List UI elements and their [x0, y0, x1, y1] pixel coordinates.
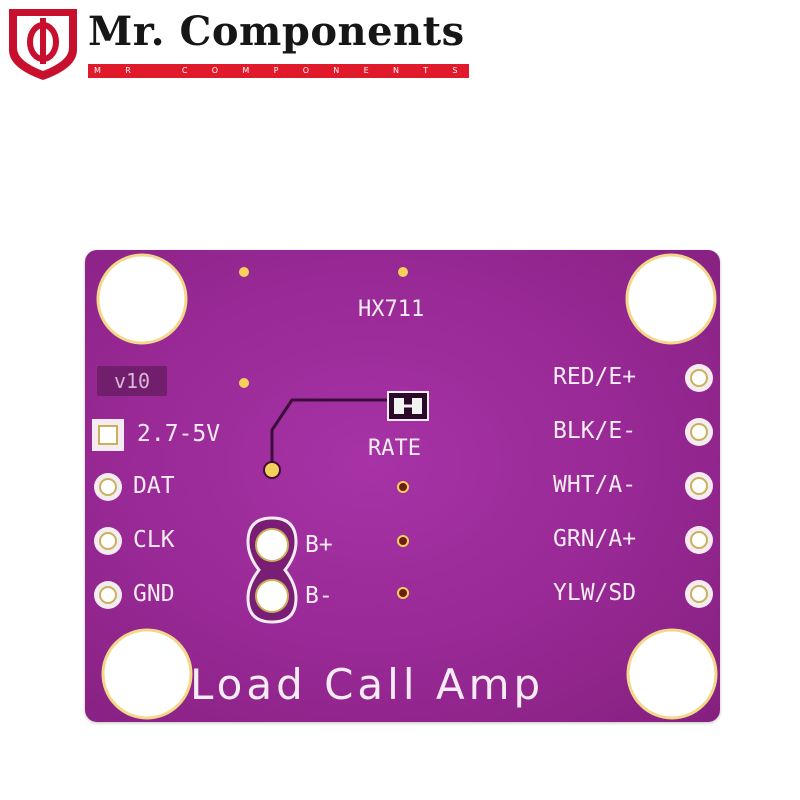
pin-label-dat: DAT — [133, 473, 175, 499]
pin-label-red: RED/E+ — [553, 364, 637, 390]
board-title: Load Call Amp — [190, 660, 545, 709]
left-header-pads — [92, 419, 124, 609]
pin-label-gnd: GND — [133, 581, 175, 607]
pin-label-wht: WHT/A- — [553, 472, 637, 498]
right-header-pads — [685, 364, 713, 608]
chip-label: HX711 — [358, 297, 425, 322]
pin-label-vcc: 2.7-5V — [137, 421, 221, 447]
pad-label-bminus: B- — [305, 583, 333, 609]
pad-label-bplus: B+ — [305, 532, 333, 558]
brand-tagline-bar — [88, 64, 469, 78]
shield-logo-icon — [9, 9, 77, 80]
version-label: v10 — [97, 366, 167, 396]
pin-label-clk: CLK — [133, 527, 175, 553]
pin-label-blk: BLK/E- — [553, 418, 637, 444]
brand-name: Mr. Components — [88, 8, 465, 55]
pcb-trace — [270, 398, 388, 470]
board-artwork — [92, 253, 718, 720]
mounting-holes — [96, 253, 718, 720]
rate-jumper — [387, 391, 429, 421]
rate-label: RATE — [368, 436, 421, 461]
vias — [239, 267, 409, 599]
hx711-breakout-board: HX711 v10 RATE 2.7-5V DAT CLK GND RED/E+… — [85, 250, 720, 722]
brand-header: Mr. Components MR COMPONENTS — [0, 0, 480, 90]
brand-tagline: MR COMPONENTS — [94, 66, 469, 75]
pin-label-grn: GRN/A+ — [553, 526, 637, 552]
battery-pads — [246, 516, 298, 624]
pin-label-ylw: YLW/SD — [553, 580, 637, 606]
trace-via — [263, 461, 281, 479]
